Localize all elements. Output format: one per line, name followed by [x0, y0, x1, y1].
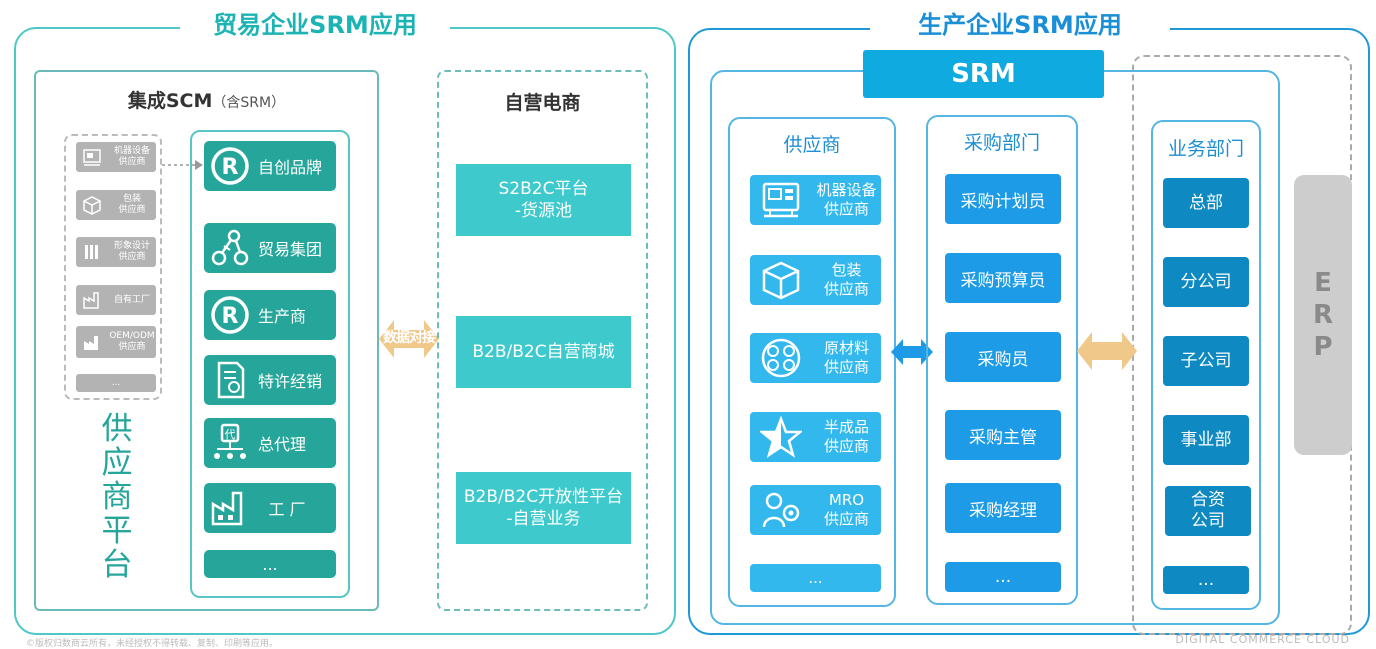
ecommerce-box	[437, 70, 648, 611]
type-trade-group[interactable]: 贸易集团	[204, 223, 336, 273]
srm-supplier-mro[interactable]: MRO 供应商	[750, 485, 881, 535]
copyright-note: ©版权归数商云所有，未经授权不得转载、复制、印刷等应用。	[26, 639, 279, 649]
supplier-item-packaging[interactable]: 包装 供应商	[76, 190, 156, 220]
type-label: 贸易集团	[258, 240, 323, 259]
factory-icon	[210, 488, 250, 528]
type-label: ...	[262, 554, 278, 574]
purchasing-business-arrow	[1077, 332, 1137, 370]
type-franchise[interactable]: 特许经销	[204, 355, 336, 405]
supplier-item-design[interactable]: 形象设计 供应商	[76, 237, 156, 267]
scm-title: 集成SCM	[127, 90, 213, 112]
type-label: 特许经销	[258, 372, 323, 391]
purchasing-column	[926, 115, 1078, 605]
factory-icon	[82, 290, 102, 310]
supplier-label: 机器设备 供应商	[113, 146, 150, 167]
supplier-label: 原材料 供应商	[823, 339, 869, 376]
business-more[interactable]: ...	[1163, 566, 1249, 594]
supplier-label: 包装 供应商	[118, 194, 146, 215]
business-division[interactable]: 事业部	[1163, 415, 1249, 465]
scm-subtitle: （含SRM）	[212, 95, 286, 111]
business-headquarters[interactable]: 总部	[1163, 178, 1249, 228]
erp-label: E R P	[1312, 268, 1334, 362]
supplier-item-own-factory[interactable]: 自有工厂	[76, 285, 156, 315]
dashed-connector-arrow	[162, 160, 203, 170]
srm-supplier-machine[interactable]: 机器设备 供应商	[750, 175, 881, 225]
type-label: 自创品牌	[258, 158, 323, 177]
supplier-item-machine[interactable]: 机器设备 供应商	[76, 142, 156, 172]
production-srm-title: 生产企业SRM应用	[870, 8, 1170, 42]
supplier-label: 半成品 供应商	[823, 418, 869, 455]
type-factory[interactable]: 工 厂	[204, 483, 336, 533]
oem-factory-icon	[82, 332, 102, 352]
purchasing-column-title: 采购部门	[963, 132, 1040, 154]
supplier-label: OEM/ODM 供应商	[109, 331, 155, 352]
purchasing-planner[interactable]: 采购计划员	[945, 174, 1061, 224]
business-subsidiary[interactable]: 子公司	[1163, 336, 1249, 386]
type-label: 工 厂	[268, 500, 306, 519]
type-label: 生产商	[258, 307, 307, 326]
supplier-label: MRO 供应商	[823, 491, 869, 528]
svg-text:R: R	[222, 155, 239, 180]
supplier-item-more[interactable]: ...	[76, 374, 156, 392]
business-joint-venture[interactable]: 合资 公司	[1165, 486, 1251, 536]
scm-title-row: 集成SCM（含SRM）	[34, 86, 379, 113]
enterprise-type-box	[190, 130, 350, 598]
supplier-column-title: 供应商	[783, 134, 841, 156]
box-icon	[760, 259, 802, 301]
supplier-label: ...	[808, 568, 823, 587]
registered-icon: R	[210, 146, 250, 186]
materials-icon	[760, 337, 802, 379]
design-icon	[82, 242, 102, 262]
scm-box	[34, 70, 379, 611]
supplier-label: 包装 供应商	[823, 261, 869, 298]
srm-supplier-semi-finished[interactable]: 半成品 供应商	[750, 412, 881, 462]
scm-supplier-group	[64, 134, 162, 400]
supplier-label: ...	[111, 377, 121, 388]
supplier-column	[728, 117, 896, 607]
purchasing-more[interactable]: ...	[945, 562, 1061, 592]
agent-icon: 代	[210, 423, 250, 463]
supplier-label: 自有工厂	[113, 294, 150, 305]
ecommerce-open-platform[interactable]: B2B/B2C开放性平台 -自营业务	[456, 472, 631, 544]
data-exchange-arrow	[379, 320, 439, 358]
srm-supplier-more[interactable]: ...	[750, 564, 881, 592]
ecommerce-s2b2c[interactable]: S2B2C平台 -货源池	[456, 164, 631, 236]
ecommerce-title: 自营电商	[504, 92, 581, 114]
type-general-agent[interactable]: 代 总代理	[204, 418, 336, 468]
trade-srm-title: 贸易企业SRM应用	[180, 8, 450, 42]
network-icon	[210, 228, 250, 268]
business-column	[1151, 120, 1261, 610]
business-branch[interactable]: 分公司	[1163, 257, 1249, 307]
box-icon	[82, 195, 102, 215]
type-own-brand[interactable]: R 自创品牌	[204, 141, 336, 191]
supplier-platform-vertical-label: 供 应 商 平 台	[101, 411, 133, 583]
star-icon	[758, 415, 804, 458]
svg-text:代: 代	[225, 428, 236, 441]
machine-icon	[82, 147, 102, 167]
ecommerce-self-mall[interactable]: B2B/B2C自营商城	[456, 316, 631, 388]
data-exchange-label: 数据对接	[383, 330, 436, 346]
machine-icon	[760, 179, 802, 221]
mro-icon	[760, 489, 802, 531]
certificate-icon	[210, 360, 250, 400]
purchasing-buyer[interactable]: 采购员	[945, 332, 1061, 382]
srm-supplier-materials[interactable]: 原材料 供应商	[750, 333, 881, 383]
supplier-purchasing-arrow	[891, 339, 933, 365]
srm-supplier-packaging[interactable]: 包装 供应商	[750, 255, 881, 305]
type-more[interactable]: ...	[204, 550, 336, 578]
supplier-label: 形象设计 供应商	[113, 241, 150, 262]
type-label: 总代理	[258, 435, 307, 454]
type-manufacturer[interactable]: R 生产商	[204, 290, 336, 340]
svg-text:R: R	[222, 304, 239, 329]
purchasing-manager[interactable]: 采购经理	[945, 483, 1061, 533]
supplier-label: 机器设备 供应商	[816, 181, 877, 218]
supplier-item-oem[interactable]: OEM/ODM 供应商	[76, 326, 156, 358]
srm-label: SRM	[863, 50, 1104, 98]
erp-block: E R P	[1294, 175, 1352, 455]
brand-name: DIGITAL COMMERCE CLOUD	[1175, 633, 1350, 646]
business-column-title: 业务部门	[1167, 138, 1244, 160]
registered-icon: R	[210, 295, 250, 335]
purchasing-supervisor[interactable]: 采购主管	[945, 410, 1061, 460]
purchasing-budgeter[interactable]: 采购预算员	[945, 253, 1061, 303]
